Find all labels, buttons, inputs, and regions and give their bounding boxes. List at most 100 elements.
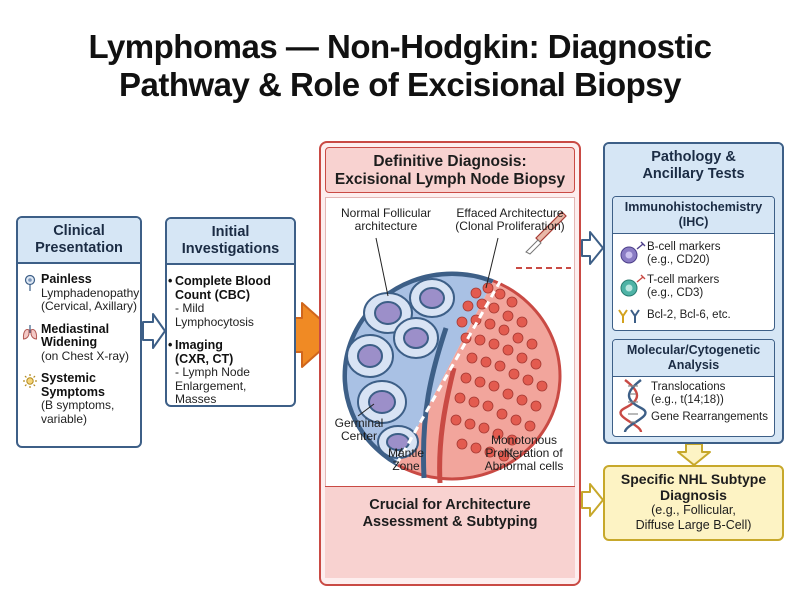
- molecular-box: Molecular/Cytogenetic Analysis Transloca…: [612, 339, 775, 437]
- molecular-line-3: Gene Rearrangements: [651, 411, 768, 423]
- lymph-node-icon: [24, 274, 36, 291]
- ihc-t-cell-line-2: (e.g., CD3): [647, 287, 704, 299]
- vessel-red: [437, 367, 457, 484]
- clinical-item-systemic: Systemic Symptoms (B symptoms, variable): [18, 371, 140, 426]
- clinical-item-3-line-1: (B symptoms,: [41, 398, 115, 412]
- title-line-1: Lymphomas — Non-Hodgkin: Diagnostic: [88, 28, 712, 65]
- clinical-heading-line-1: Clinical: [53, 223, 105, 239]
- initial-item-2-line-1: - Lymph Node: [175, 365, 250, 379]
- ihc-heading-line-2: (IHC): [678, 215, 709, 229]
- vessel-blue: [421, 327, 449, 479]
- clinical-item-2-title-2: Widening: [41, 335, 98, 349]
- label-mantle-zone: Mantle Zone: [378, 447, 434, 473]
- initial-heading-line-2: Investigations: [181, 241, 280, 257]
- biopsy-footer-line-1: Crucial for Architecture: [369, 497, 531, 513]
- molecular-heading-line-1: Molecular/Cytogenetic: [626, 343, 761, 357]
- ihc-bcl-line-1: Bcl-2, Bcl-6, etc.: [647, 309, 731, 321]
- arrow-pathology-to-result: [677, 443, 711, 466]
- molecular-heading: Molecular/Cytogenetic Analysis: [613, 340, 774, 377]
- biopsy-footer-line-2: Assessment & Subtyping: [362, 514, 538, 530]
- biopsy-heading-line-1: Definitive Diagnosis:: [373, 153, 527, 170]
- result-line-4: Diffuse Large B-Cell): [635, 518, 752, 532]
- b-cell-marker-icon: [620, 241, 646, 264]
- clinical-heading: Clinical Presentation: [18, 218, 140, 264]
- pathology-ancillary-box: Pathology & Ancillary Tests Immunohistoc…: [603, 142, 784, 444]
- t-cell-marker-icon: [620, 274, 646, 297]
- molecular-line-1: Translocations: [651, 381, 726, 393]
- pathology-heading-line-1: Pathology &: [651, 149, 736, 165]
- arrow-clinical-to-initial: [142, 313, 166, 349]
- ihc-t-cell-line-1: T-cell markers: [647, 274, 720, 286]
- clinical-item-mediastinal: Mediastinal Widening (on Chest X-ray): [18, 321, 140, 364]
- ihc-row-bcl: Bcl-2, Bcl-6, etc.: [613, 307, 774, 325]
- lungs-icon: [22, 324, 38, 340]
- label-effaced-line-1: Effaced Architecture: [456, 206, 564, 220]
- initial-item-1-line-2: Lymphocytosis: [175, 314, 254, 329]
- label-mantle-line-1: Mantle: [387, 446, 425, 460]
- bullet-icon: •: [168, 338, 173, 352]
- clinical-presentation-box: Clinical Presentation Painless Lymphaden…: [16, 216, 142, 448]
- molecular-heading-line-2: Analysis: [667, 358, 720, 372]
- label-effaced-line-2: (Clonal Proliferation): [455, 219, 565, 233]
- ihc-b-cell-line-2: (e.g., CD20): [647, 254, 710, 266]
- label-normal-follicular: Normal Follicular architecture: [328, 207, 444, 233]
- arrow-biopsy-to-result: [581, 483, 604, 517]
- label-mono-line-2: Proliferation of: [485, 446, 563, 460]
- initial-item-imaging: •Imaging (CXR, CT) - Lymph Node Enlargem…: [167, 338, 294, 406]
- biopsy-heading-line-2: Excisional Lymph Node Biopsy: [334, 171, 566, 188]
- ihc-box: Immunohistochemistry (IHC) B-cell marker…: [612, 196, 775, 331]
- label-germinal-line-1: Germinal: [334, 416, 384, 430]
- clinical-item-3-line-2: variable): [41, 411, 88, 426]
- clinical-item-1-title: Painless: [41, 272, 92, 286]
- initial-item-2-title-1: Imaging: [175, 338, 223, 352]
- excisional-biopsy-box: Definitive Diagnosis: Excisional Lymph N…: [319, 141, 581, 586]
- label-monotonous-proliferation: Monotonous Proliferation of Abnormal cel…: [472, 434, 576, 473]
- abnormal-cells: [450, 282, 548, 462]
- result-line-1: Specific NHL Subtype: [620, 471, 767, 487]
- ihc-row-b-cell: B-cell markers (e.g., CD20): [613, 241, 774, 267]
- label-germinal-center: Germinal Center: [328, 417, 390, 443]
- result-line-2: Diagnosis: [660, 487, 727, 503]
- initial-heading-line-1: Initial: [211, 224, 250, 240]
- clinical-item-1-line-1: Lymphadenopathy: [41, 285, 140, 300]
- biopsy-heading: Definitive Diagnosis: Excisional Lymph N…: [325, 147, 575, 193]
- clinical-item-lymphadenopathy: Painless Lymphadenopathy (Cervical, Axil…: [18, 272, 140, 314]
- follicles: [346, 278, 455, 459]
- initial-item-1-title-1: Complete Blood: [175, 274, 271, 288]
- label-mono-line-3: Abnormal cells: [484, 459, 564, 473]
- label-mono-line-1: Monotonous: [490, 433, 558, 447]
- label-mantle-line-2: Zone: [392, 459, 420, 473]
- initial-item-2-line-2: Enlargement,: [175, 378, 247, 393]
- ihc-row-t-cell: T-cell markers (e.g., CD3): [613, 274, 774, 300]
- ihc-b-cell-line-1: B-cell markers: [647, 241, 721, 253]
- title-line-2: Pathway & Role of Excisional Biopsy: [119, 66, 681, 103]
- initial-investigations-box: Initial Investigations •Complete Blood C…: [165, 217, 296, 407]
- initial-item-cbc: •Complete Blood Count (CBC) - Mild Lymph…: [167, 274, 294, 329]
- initial-item-1-line-1: - Mild: [175, 301, 205, 315]
- biopsy-illustration-panel: Normal Follicular architecture Effaced A…: [325, 197, 575, 527]
- clinical-item-2-line-1: (on Chest X-ray): [41, 348, 130, 363]
- dna-icon: [619, 379, 647, 433]
- fever-icon: [23, 374, 37, 388]
- molecular-line-2: (e.g., t(14;18)): [651, 394, 724, 406]
- antibody-icon: [618, 309, 640, 323]
- ihc-heading: Immunohistochemistry (IHC): [613, 197, 774, 234]
- page-title: Lymphomas — Non-Hodgkin: Diagnostic Path…: [0, 28, 800, 104]
- initial-heading: Initial Investigations: [167, 219, 294, 265]
- initial-item-1-title-2: Count (CBC): [175, 287, 250, 302]
- dashed-divider: [384, 217, 538, 484]
- lymph-node-illustration: [342, 211, 571, 484]
- scalpel-icon: [525, 211, 567, 255]
- label-normal-line-2: architecture: [354, 219, 418, 233]
- result-line-3: (e.g., Follicular,: [651, 503, 736, 517]
- initial-item-2-title-2: (CXR, CT): [175, 351, 234, 366]
- clinical-item-2-title: Mediastinal: [41, 321, 110, 336]
- label-germinal-line-2: Center: [340, 429, 378, 443]
- clinical-item-3-title: Systemic: [41, 371, 96, 385]
- ihc-heading-line-1: Immunohistochemistry: [624, 200, 763, 214]
- pathology-heading: Pathology & Ancillary Tests: [605, 144, 782, 188]
- clinical-item-1-line-2: (Cervical, Axillary): [41, 299, 138, 313]
- initial-item-2-line-3: Masses: [175, 392, 217, 406]
- label-effaced-architecture: Effaced Architecture (Clonal Proliferati…: [446, 207, 574, 233]
- label-normal-line-1: Normal Follicular: [340, 206, 432, 220]
